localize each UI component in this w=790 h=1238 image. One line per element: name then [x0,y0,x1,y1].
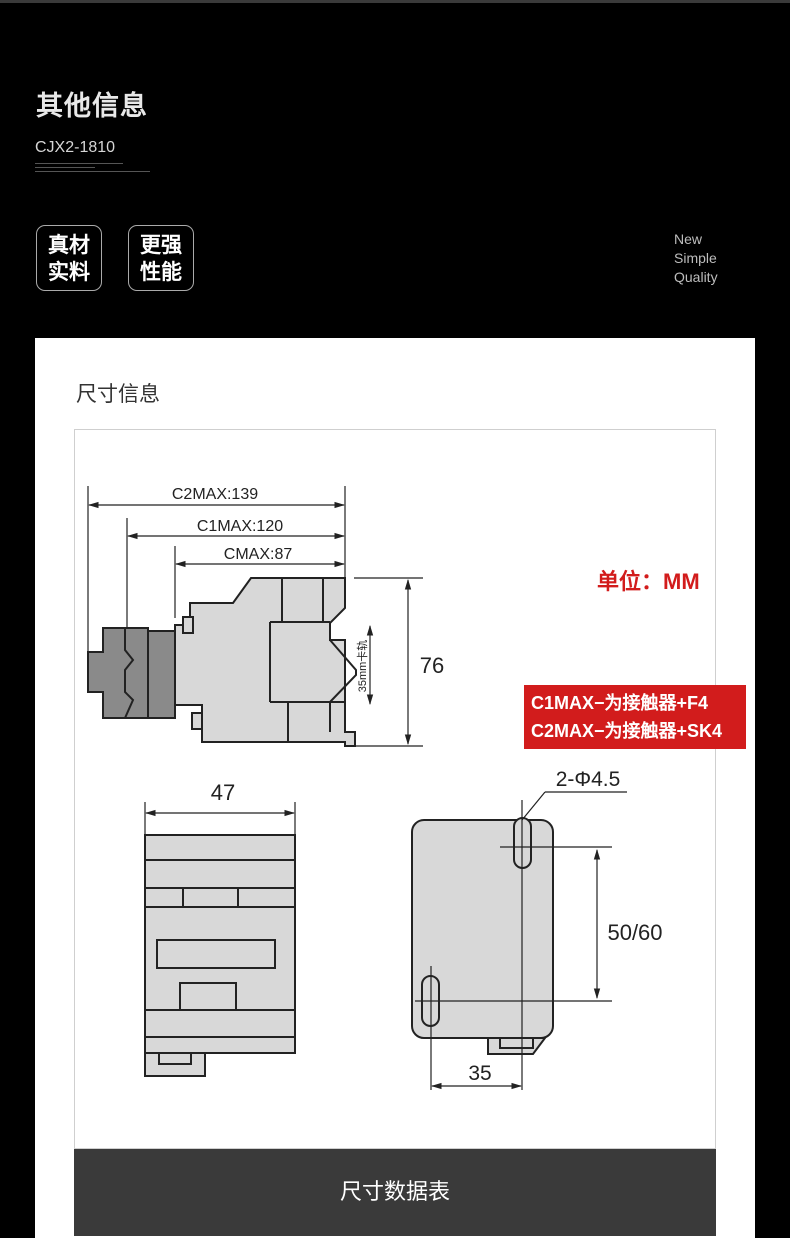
badge-line: 真材 [48,233,90,257]
section-title: 尺寸信息 [76,382,160,406]
dim-label-cmax: CMAX:87 [224,546,293,563]
dim-label-width: 47 [211,780,235,805]
badge-line: 性能 [140,260,182,284]
mounting-view [411,791,627,1090]
max-notes: C1MAX−为接触器+F4 C2MAX−为接触器+SK4 [524,685,746,749]
side-view [87,486,423,747]
front-view [144,802,296,1077]
badge-stronger-performance: 更强 性能 [128,225,194,291]
dim-label-height: 76 [420,653,444,678]
dim-label-hole-offset: 35 [468,1062,491,1085]
mounting-view-labels: 2-Φ4.5 50/60 35 [468,768,662,1085]
page-title: 其他信息 [36,91,148,122]
dimension-table-bar: 尺寸数据表 [74,1149,716,1236]
tagline-word: Simple [674,250,717,266]
badge-line: 更强 [140,233,182,257]
dim-label-c1max: C1MAX:120 [197,518,283,535]
tagline: New Simple Quality [674,230,718,287]
note-line: C2MAX−为接触器+SK4 [531,721,723,741]
badge-line: 实料 [48,260,90,284]
fine-print-decoration [35,163,150,175]
tagline-word: New [674,231,703,247]
top-divider [0,0,790,3]
dim-label-holes: 2-Φ4.5 [556,768,621,791]
model-number: CJX2-1810 [35,139,116,156]
side-view-labels: C2MAX:139 C1MAX:120 CMAX:87 76 35mm卡轨 [172,486,444,692]
tagline-word: Quality [674,269,718,285]
badge-genuine-material: 真材 实料 [36,225,102,291]
dim-label-c2max: C2MAX:139 [172,486,258,503]
dim-label-hole-spacing: 50/60 [607,920,662,945]
dimension-panel: 尺寸信息 [35,338,755,1238]
note-line: C1MAX−为接触器+F4 [531,693,709,713]
unit-label: 单位：MM [597,569,700,594]
dim-label-rail: 35mm卡轨 [355,640,369,693]
dimension-diagram-frame: C2MAX:139 C1MAX:120 CMAX:87 76 35mm卡轨 [74,429,746,1149]
dimension-drawing: C2MAX:139 C1MAX:120 CMAX:87 76 35mm卡轨 [87,486,663,1090]
